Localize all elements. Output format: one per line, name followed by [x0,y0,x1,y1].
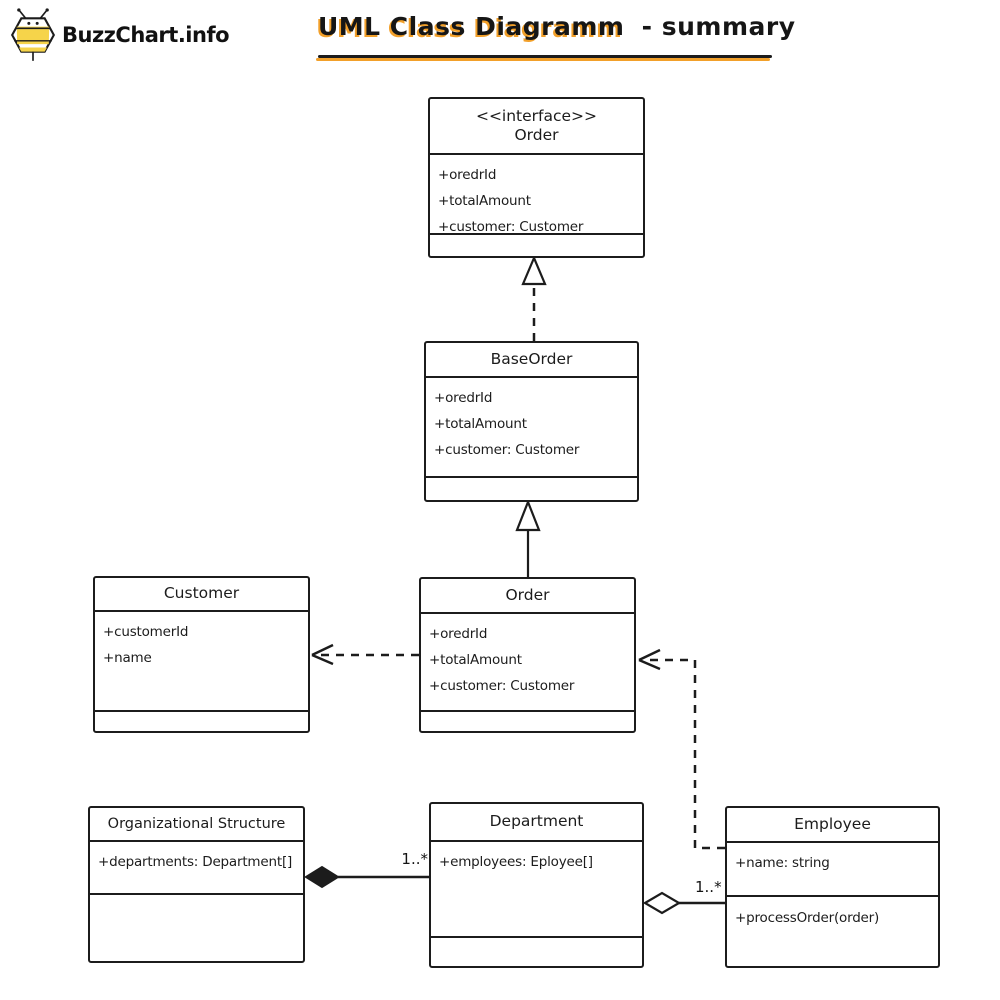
member-line: +departments: Department[] [98,854,293,870]
attributes-section: +oredrId +totalAmount +customer: Customer [426,378,637,476]
realization-arrow-baseorder-interface [521,255,547,341]
composition-diamond [304,865,340,889]
class-stereotype: <<interface>> [475,106,598,125]
member-line: +employees: Eployee[] [439,854,593,870]
dependency-arrow-order-customer [311,643,419,666]
member-line: +customer: Customer [438,219,584,233]
member-line: +customer: Customer [434,442,580,458]
class-name: Order [514,126,559,144]
page-title-highlight: UML Class Diagramm [318,12,625,41]
attributes-section: +oredrId +totalAmount +customer: Customer [421,614,634,710]
member-line: +name [103,650,152,666]
class-box-order: Order +oredrId +totalAmount +customer: Cus… [419,577,636,733]
methods-section [431,936,642,966]
member-line: +totalAmount [438,193,531,209]
class-title: Customer [95,578,308,612]
class-name: Customer [163,584,240,603]
class-box-base-order: BaseOrder +oredrId +totalAmount +customer:… [424,341,639,502]
aggregation-connector-department-employee [642,891,725,915]
multiplicity-label-composition: 1..* [401,850,428,868]
member-line: +totalAmount [429,652,522,668]
inheritance-arrow-order-baseorder [515,498,541,577]
class-box-interface-order: <<interface>> Order +oredrId +totalAmount… [428,97,645,258]
class-title: BaseOrder [426,343,637,378]
page-title: UML Class Diagramm - summary [318,12,795,41]
aggregation-diamond [642,891,682,915]
dependency-arrow-employee-order [638,648,725,850]
methods-section [426,476,637,500]
class-title: Order [421,579,634,614]
class-name: Organizational Structure [107,815,286,832]
class-box-organizational-structure: Organizational Structure +departments: D… [88,806,305,963]
class-title: Department [431,804,642,842]
methods-section: +processOrder(order) [727,895,938,966]
class-box-employee: Employee +name: string +processOrder(ord… [725,806,940,968]
class-name: Department [489,812,584,831]
class-box-department: Department +employees: Eployee[] [429,802,644,968]
attributes-section: +customerId +name [95,612,308,710]
methods-section [430,233,643,256]
brand-name: BuzzChart.info [62,23,230,47]
brand-logo[interactable]: BuzzChart.info [8,4,230,66]
title-underline [318,55,772,58]
attributes-section: +name: string [727,843,938,895]
member-line: +name: string [735,855,830,871]
member-line: +totalAmount [434,416,527,432]
class-title: Organizational Structure [90,808,303,842]
methods-section [90,893,303,961]
member-line: +customer: Customer [429,678,575,694]
member-line: +oredrId [438,167,497,183]
member-line: +processOrder(order) [735,910,880,926]
class-title: Employee [727,808,938,843]
class-name: Employee [794,814,871,833]
member-line: +oredrId [434,390,493,406]
page-title-suffix: - summary [641,12,796,41]
member-line: +customerId [103,624,189,640]
methods-section [421,710,634,731]
class-name: Order [505,585,550,604]
bee-icon [10,8,56,61]
member-line: +oredrId [429,626,488,642]
attributes-section: +oredrId +totalAmount +customer: Customer [430,155,643,233]
class-name: BaseOrder [490,349,573,368]
attributes-section: +employees: Eployee[] [431,842,642,936]
methods-section [95,710,308,731]
class-title: <<interface>> Order [430,99,643,155]
class-box-customer: Customer +customerId +name [93,576,310,733]
attributes-section: +departments: Department[] [90,842,303,893]
composition-connector-org-department [304,865,429,889]
multiplicity-label-aggregation: 1..* [695,878,722,896]
